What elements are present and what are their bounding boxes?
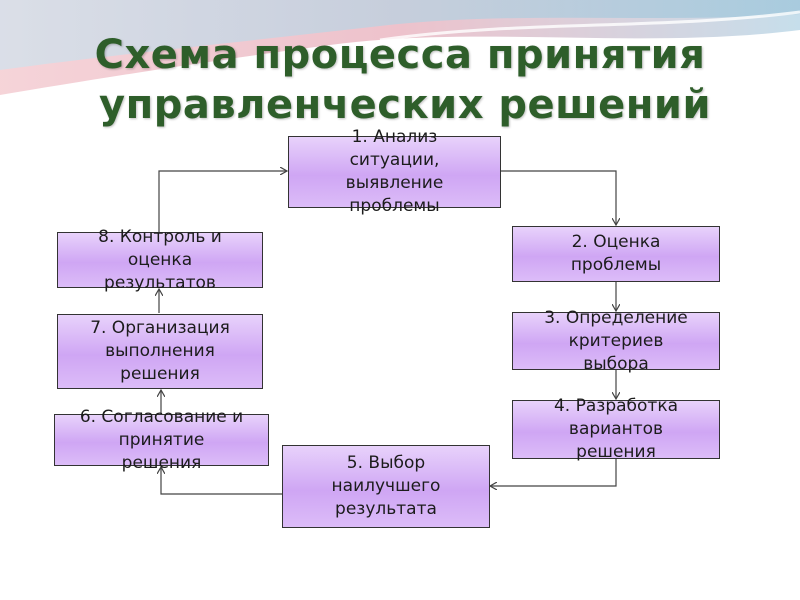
title-line-1: Схема процесса принятия	[94, 32, 706, 78]
title-line-2: управленческих решений	[99, 82, 711, 128]
step-1-label: 1. Анализ ситуации, выявление проблемы	[345, 127, 444, 216]
connector-4-to-5	[490, 459, 617, 486]
connector-1-to-2	[501, 170, 616, 225]
connector-8-to-1	[158, 171, 287, 232]
step-7-box: 7. Организация выполнения решения	[57, 314, 263, 389]
step-1-box: 1. Анализ ситуации, выявление проблемы	[288, 127, 501, 216]
slide-title: Схема процесса принятия управленческих р…	[0, 30, 800, 130]
step-4-box: 4. Разработка вариантов решения	[512, 396, 720, 462]
step-2-box: 2. Оценка проблемы	[512, 226, 720, 282]
step-5-box: 5. Выбор наилучшего результата	[282, 445, 490, 528]
step-3-box: 3. Определение критериев выбора	[512, 308, 720, 374]
step-3-label: 3. Определение критериев выбора	[544, 307, 688, 374]
step-6-box: 6. Согласование и принятие решения	[54, 407, 269, 473]
connector-5-to-6	[161, 467, 282, 495]
step-6-label: 6. Согласование и принятие решения	[79, 406, 244, 473]
step-4-label: 4. Разработка вариантов решения	[553, 396, 678, 462]
step-7-label: 7. Организация выполнения решения	[90, 318, 230, 384]
step-5-label: 5. Выбор наилучшего результата	[331, 453, 441, 519]
step-2-label: 2. Оценка проблемы	[570, 232, 662, 275]
decorative-wave-background	[0, 0, 800, 111]
step-8-box: 8. Контроль и оценка результатов	[57, 227, 263, 293]
step-8-label: 8. Контроль и оценка результатов	[98, 226, 222, 293]
